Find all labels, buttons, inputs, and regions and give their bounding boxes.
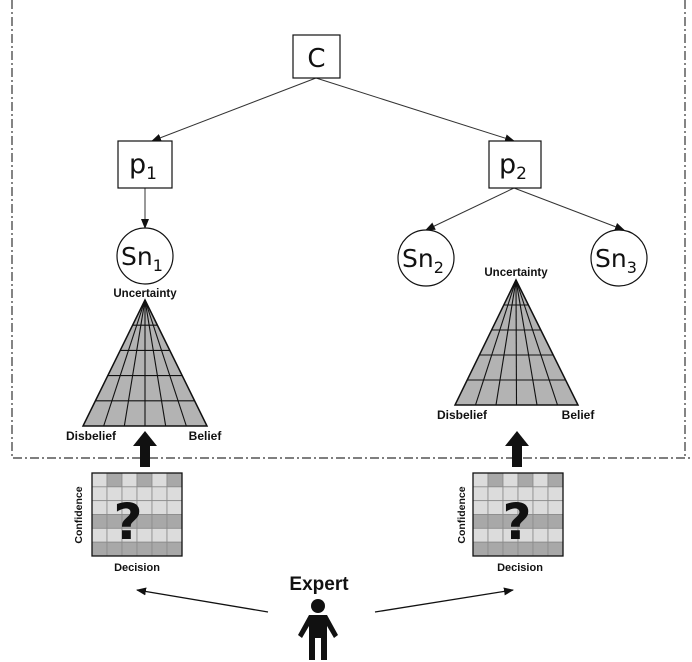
grid-cell: [91, 514, 108, 529]
triangle-left-uncertainty-label: Uncertainty: [113, 288, 177, 300]
grid-cell: [151, 500, 168, 515]
grid-border: [472, 472, 564, 557]
grid-right-question-icon: ?: [502, 493, 531, 551]
opinion-triangle-right: [453, 278, 580, 406]
grid-cell: [136, 472, 153, 488]
decision-grid-left: [91, 472, 183, 557]
grid-left-confidence-label: Confidence: [73, 486, 85, 543]
grid-right-decision-label: Decision: [497, 562, 543, 574]
grid-cell: [151, 486, 168, 502]
edge-p2-sn3: [513, 187, 625, 231]
triangle-ray-line: [103, 299, 146, 427]
grid-cell: [91, 527, 108, 543]
node-sn3: Sn3: [590, 229, 648, 287]
grid-cell: [547, 472, 564, 488]
grid-cell: [472, 500, 489, 515]
grid-cell: [532, 514, 549, 529]
edges: [141, 77, 625, 231]
triangle-right-disbelief-label: Disbelief: [437, 408, 488, 422]
triangle-ray-line: [515, 279, 518, 406]
grid-cell: [472, 472, 489, 488]
grid-cell: [547, 486, 564, 502]
grid-cell: [487, 527, 504, 543]
triangle-right-uncertainty-label: Uncertainty: [484, 267, 548, 279]
node-p2-label: p2: [499, 149, 527, 184]
node-sn1: Sn1: [116, 227, 174, 285]
triangle-ray-line: [515, 279, 538, 406]
grid-left-question-icon: ?: [113, 493, 142, 551]
grid-cell: [517, 472, 534, 488]
grid-cell: [532, 472, 549, 488]
grid-cell: [166, 472, 183, 488]
triangle-ray-line: [515, 279, 559, 406]
node-sn3-label: Sn3: [595, 244, 637, 277]
grid-cell: [91, 486, 108, 502]
grid-cell: [166, 514, 183, 529]
grid-cell: [472, 527, 489, 543]
grid-cell: [91, 500, 108, 515]
node-sn2-label: Sn2: [402, 244, 444, 277]
grid-cell: [166, 541, 183, 557]
grid-right-confidence-label: Confidence: [456, 486, 468, 543]
triangle-right-belief-label: Belief: [562, 408, 596, 422]
grid-cell: [532, 500, 549, 515]
node-p1-label: p1: [129, 149, 157, 184]
up-arrow-right: [505, 431, 529, 467]
grid-cell: [151, 541, 168, 557]
edge-p2-sn2: [425, 187, 515, 231]
grid-cell: [472, 541, 489, 557]
expert-arrow-right: [374, 587, 514, 613]
grid-cell: [91, 541, 108, 557]
triangle-ray-line: [144, 299, 187, 427]
triangle-ray-line: [144, 299, 167, 427]
grid-cell: [547, 541, 564, 557]
node-p2: p2: [488, 140, 542, 189]
grid-cell: [502, 472, 519, 488]
triangle-ray-line: [495, 279, 517, 406]
node-sn2: Sn2: [397, 229, 455, 287]
edge-c-p1: [151, 77, 317, 142]
decision-grid-right: [472, 472, 564, 557]
person-icon: [298, 599, 338, 660]
node-c-label: C: [307, 44, 325, 74]
grid-cell: [487, 541, 504, 557]
edge-c-p2: [315, 77, 515, 143]
grid-border: [91, 472, 183, 557]
grid-cell: [487, 514, 504, 529]
grid-cell: [121, 472, 138, 488]
triangle-left-belief-label: Belief: [189, 429, 223, 443]
grid-cell: [151, 527, 168, 543]
grid-cell: [532, 486, 549, 502]
expert-label: Expert: [289, 574, 349, 595]
triangle-ray-line: [474, 279, 517, 406]
expert-arrow-left: [136, 587, 269, 613]
grid-cell: [166, 500, 183, 515]
node-sn1-label: Sn1: [121, 242, 163, 275]
grid-cell: [487, 486, 504, 502]
model-boundary: [11, 0, 692, 459]
grid-cell: [547, 514, 564, 529]
triangle-left-disbelief-label: Disbelief: [66, 429, 117, 443]
node-c: C: [292, 34, 341, 79]
grid-cell: [166, 486, 183, 502]
grid-cell: [472, 486, 489, 502]
triangle-ray-line: [123, 299, 146, 427]
node-p1: p1: [117, 140, 173, 189]
grid-cell: [151, 472, 168, 488]
grid-cell: [151, 514, 168, 529]
grid-cell: [487, 500, 504, 515]
grid-cell: [106, 472, 123, 488]
opinion-triangle-left: [81, 298, 209, 427]
grid-cell: [532, 541, 549, 557]
grid-cell: [547, 527, 564, 543]
grid-cell: [472, 514, 489, 529]
grid-cell: [532, 527, 549, 543]
up-arrow-left: [133, 431, 157, 467]
grid-cell: [547, 500, 564, 515]
grid-cell: [91, 472, 108, 488]
grid-left-decision-label: Decision: [114, 562, 160, 574]
grid-cell: [487, 472, 504, 488]
grid-cell: [166, 527, 183, 543]
